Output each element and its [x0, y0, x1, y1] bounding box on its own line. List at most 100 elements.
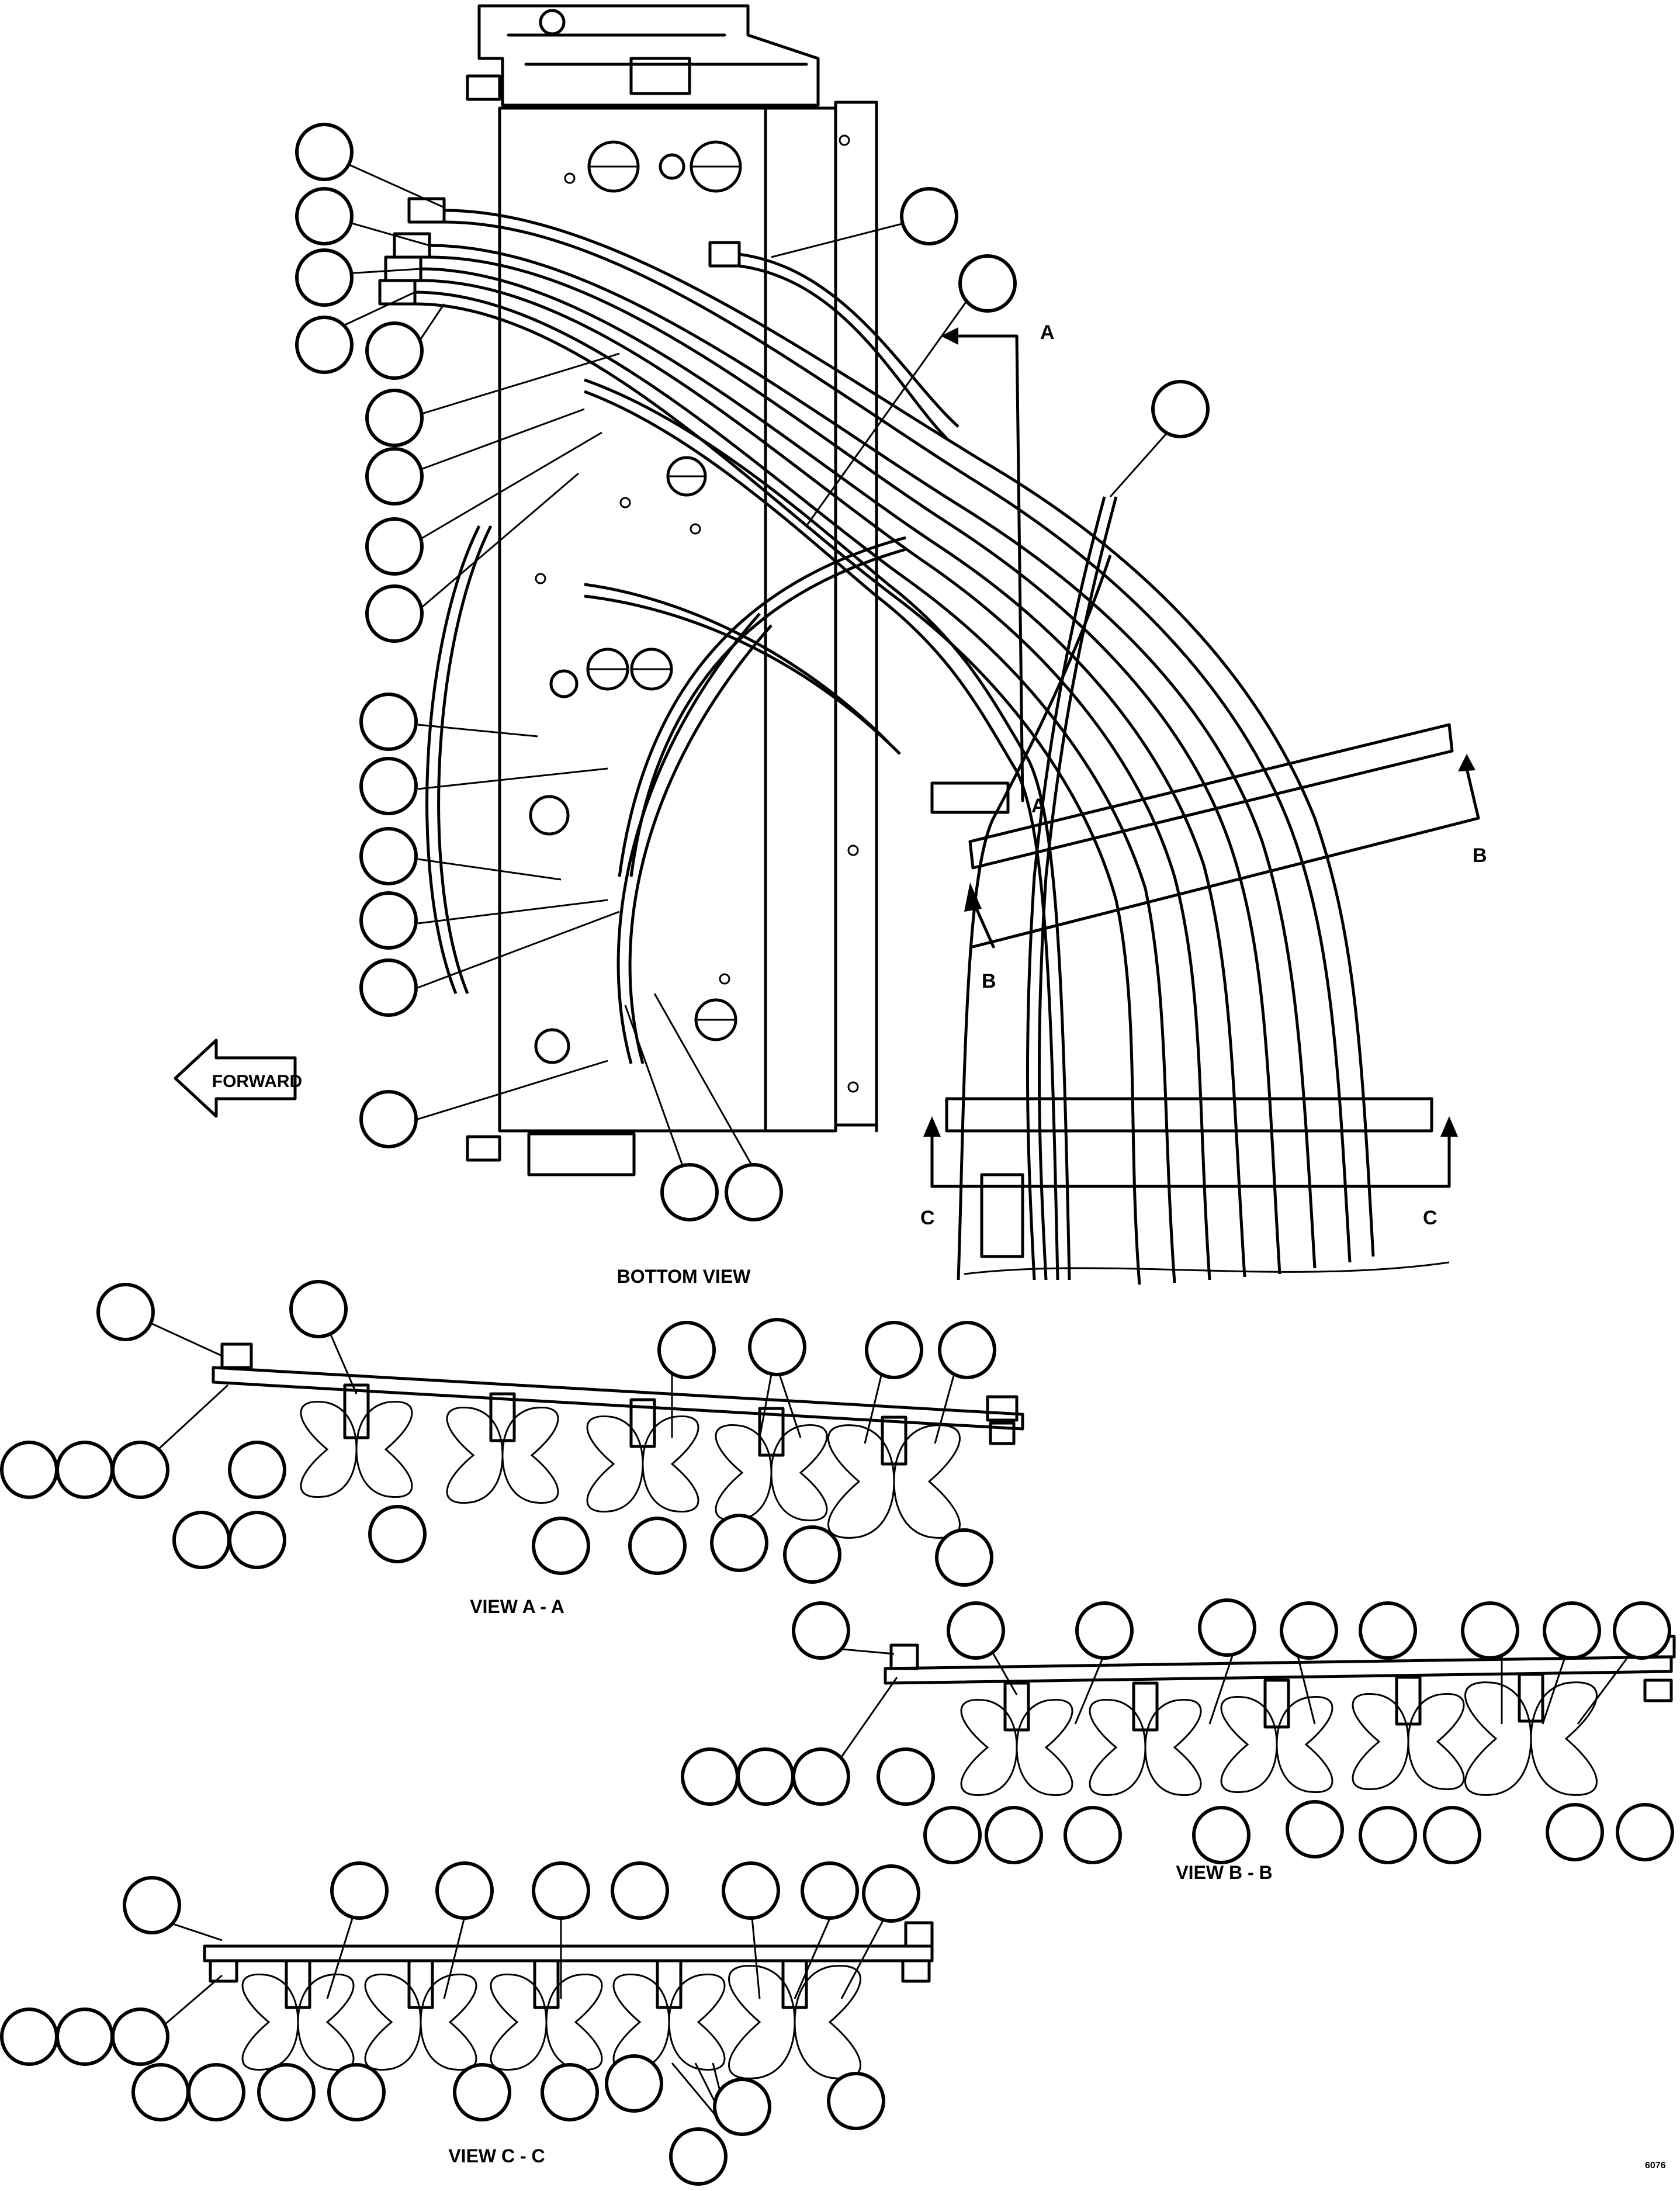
view-cc-loop-clamps [241, 1965, 861, 2079]
callout-balloon [365, 584, 424, 643]
callout-balloon [877, 1747, 935, 1806]
callout-balloon [862, 1864, 920, 1923]
callout-balloon [748, 1318, 806, 1376]
callout-balloon [56, 1441, 114, 1499]
callout-balloon [359, 693, 418, 751]
callout-balloon [330, 1861, 389, 1920]
callout-balloon [1543, 1601, 1601, 1660]
equipment-body [466, 4, 878, 1176]
callout-balloon [289, 1280, 348, 1338]
callout-balloon [359, 827, 418, 885]
callout-balloon [295, 248, 354, 307]
callout-balloons [0, 123, 1674, 2186]
view-cc-clamp-assembly [203, 1921, 934, 2079]
callout-balloon [985, 1806, 1043, 1864]
callout-balloon [1461, 1601, 1519, 1660]
callout-balloon [1198, 1598, 1256, 1657]
figure-code: 6076 [1645, 2161, 1666, 2171]
callout-balloon [131, 2063, 190, 2121]
callout-balloon [1075, 1601, 1134, 1660]
view-aa-loop-clamps [300, 1401, 961, 1539]
callout-balloon [111, 1441, 169, 1499]
callout-balloon [611, 1861, 669, 1920]
bottom-view-title: BOTTOM VIEW [617, 1266, 751, 1287]
callout-balloon [541, 2063, 599, 2121]
callout-balloon [736, 1747, 795, 1806]
callout-balloon [947, 1601, 1005, 1660]
callout-balloon [1064, 1806, 1122, 1864]
section-a-top: A [1040, 321, 1055, 344]
view-bb-clamp-assembly [884, 1635, 1676, 1796]
callout-balloon [365, 447, 424, 506]
callout-balloon [111, 2007, 169, 2066]
callout-balloon [1423, 1806, 1481, 1864]
callout-balloon [0, 2007, 58, 2066]
callout-balloon [228, 1441, 286, 1499]
view-bb-loop-clamps [960, 1681, 1598, 1796]
section-b-right: B [1473, 844, 1487, 867]
callout-balloon [1613, 1601, 1671, 1660]
callout-balloon [56, 2007, 114, 2066]
view-aa-clamp-assembly [212, 1342, 1024, 1539]
callout-balloon [295, 187, 354, 245]
callout-balloon [713, 2078, 771, 2136]
callout-balloon [657, 1321, 716, 1379]
callout-balloon [327, 2063, 386, 2121]
view-aa-title: VIEW A - A [470, 1596, 564, 1617]
section-b-left: B [982, 970, 996, 992]
section-c-left: C [920, 1207, 935, 1229]
callout-balloon [228, 1511, 286, 1569]
callout-balloon [725, 1163, 783, 1221]
callout-balloon [532, 1517, 590, 1575]
callout-balloon [783, 1525, 841, 1584]
callout-balloon [123, 1876, 181, 1934]
callout-balloon [295, 123, 354, 181]
forward-arrow: FORWARD [174, 1039, 302, 1118]
view-cc-title: VIEW C - C [448, 2145, 545, 2166]
section-a-bottom: A [1031, 795, 1046, 817]
callout-balloon [660, 1163, 719, 1221]
callout-balloon [1359, 1601, 1417, 1660]
callout-balloon [359, 891, 418, 950]
callout-balloon [1546, 1803, 1604, 1861]
callout-balloon [365, 321, 424, 380]
callout-balloon [0, 1441, 58, 1499]
callout-balloon [1286, 1800, 1344, 1858]
callout-balloon [710, 1514, 768, 1572]
view-bb-title: VIEW B - B [1176, 1862, 1272, 1883]
callout-balloon [923, 1806, 982, 1864]
callout-balloon [435, 1861, 494, 1920]
callout-balloon [532, 1861, 590, 1920]
section-arrows [923, 327, 1480, 1188]
callout-balloon [365, 517, 424, 576]
callout-balloon [187, 2063, 245, 2121]
callout-balloon [938, 1321, 996, 1379]
callout-balloon [865, 1321, 923, 1379]
callout-balloon [1280, 1601, 1338, 1660]
callout-balloon [605, 2054, 663, 2113]
callout-balloon [453, 2063, 511, 2121]
callout-balloon [827, 2072, 885, 2130]
callout-balloon [172, 1511, 231, 1569]
hose-bundle [414, 209, 1454, 1285]
forward-label: FORWARD [212, 1072, 302, 1091]
callout-balloon [1151, 380, 1210, 438]
callout-balloon [96, 1283, 155, 1341]
callout-balloon [368, 1505, 427, 1563]
callout-balloon [1359, 1806, 1417, 1864]
hose-fittings [378, 197, 741, 306]
callout-balloon [1192, 1806, 1251, 1864]
callout-balloon [359, 1090, 418, 1148]
callout-balloon [359, 958, 418, 1017]
callout-balloon [792, 1747, 850, 1806]
callout-balloon [900, 187, 958, 245]
callout-balloon [365, 389, 424, 447]
callout-balloon [722, 1861, 780, 1920]
callout-balloon [628, 1517, 687, 1575]
callout-balloon [1616, 1803, 1674, 1861]
section-c-right: C [1423, 1207, 1437, 1229]
callout-balloon [681, 1747, 739, 1806]
callout-balloon [792, 1601, 850, 1660]
callout-balloon [669, 2127, 728, 2186]
